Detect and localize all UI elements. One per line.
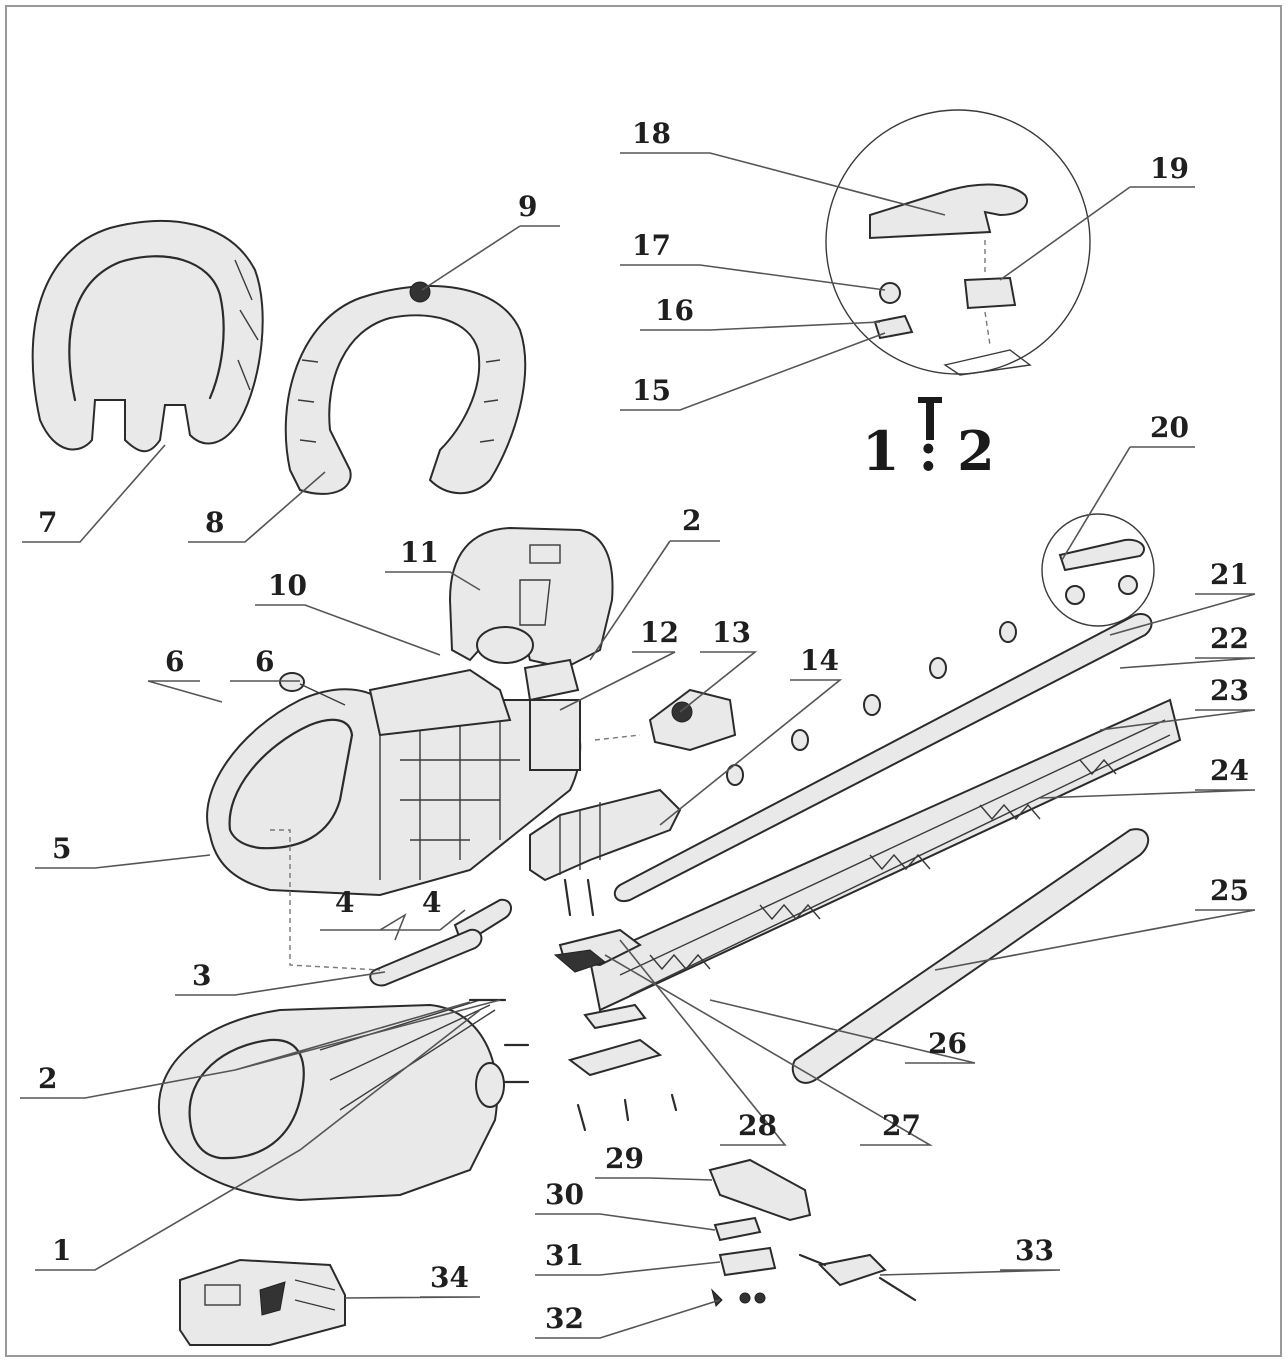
clamp-stack-parts-29-32 [708,1158,812,1307]
callout-17: 17 [632,229,671,262]
callout-24: 24 [1210,754,1249,787]
scale-text: 1 : 2 [862,419,995,483]
callout-28: 28 [738,1109,777,1142]
callout-2-bottom: 2 [38,1062,57,1095]
callout-21: 21 [1210,558,1249,591]
callout-6-right: 6 [255,645,274,678]
callout-26: 26 [928,1027,967,1060]
scale-label: 1 : 2 [862,397,995,483]
callout-4-left: 4 [335,886,354,919]
callout-6-left: 6 [165,645,184,678]
gear-part-13 [648,688,737,752]
callout-15: 15 [632,374,671,407]
callout-30: 30 [545,1178,584,1211]
callout-16: 16 [655,294,694,327]
blade-sheath-part-26 [791,828,1150,1084]
assembly-guide-lines [270,734,641,971]
callout-33: 33 [1015,1234,1054,1267]
callout-5: 5 [52,832,71,865]
callout-27: 27 [882,1109,921,1142]
callout-2-top: 2 [682,504,701,537]
callout-12: 12 [640,616,679,649]
callout-1: 1 [52,1234,71,1267]
callout-8: 8 [205,506,224,539]
callout-13: 13 [712,616,751,649]
blade-detail-circle-20 [1041,513,1155,627]
blade-clamp-detail-circle [825,109,1091,376]
callout-25: 25 [1210,874,1249,907]
housing-cover-part-11 [448,526,614,670]
cutting-blades-parts-22-24 [588,698,1182,1012]
front-handle-part-8 [284,281,527,495]
motor-housing-part-5 [206,658,582,897]
callout-11: 11 [400,536,439,569]
callout-9: 9 [518,190,537,223]
battery-pack-part-34 [179,1258,346,1346]
knob-parts-6 [279,672,346,706]
pin-part-33 [798,1253,917,1302]
callout-20: 20 [1150,411,1189,444]
callout-14: 14 [800,644,839,677]
callout-10: 10 [268,569,307,602]
diagram-border [5,5,1282,1357]
callout-7: 7 [38,506,57,539]
blade-guard-bar-part-21 [613,613,1153,903]
lower-housing-parts-1-2 [157,998,530,1202]
callout-4-right: 4 [422,886,441,919]
callout-29: 29 [605,1142,644,1175]
callout-labels: 18 19 17 16 15 9 20 7 8 2 11 10 21 6 6 1… [38,117,1249,1335]
callout-22: 22 [1210,622,1249,655]
rear-handle-part-7 [31,219,264,453]
callout-32: 32 [545,1302,584,1335]
switch-lever-part-3 [369,928,483,987]
callout-31: 31 [545,1239,584,1272]
gear-housing-part-14 [529,788,682,917]
callout-34: 34 [430,1261,469,1294]
callout-19: 19 [1150,152,1189,185]
callout-18: 18 [632,117,671,150]
leader-lines [20,152,1256,1339]
callout-23: 23 [1210,674,1249,707]
callout-3: 3 [192,959,211,992]
blade-clamp-parts-27-28 [553,928,678,1132]
